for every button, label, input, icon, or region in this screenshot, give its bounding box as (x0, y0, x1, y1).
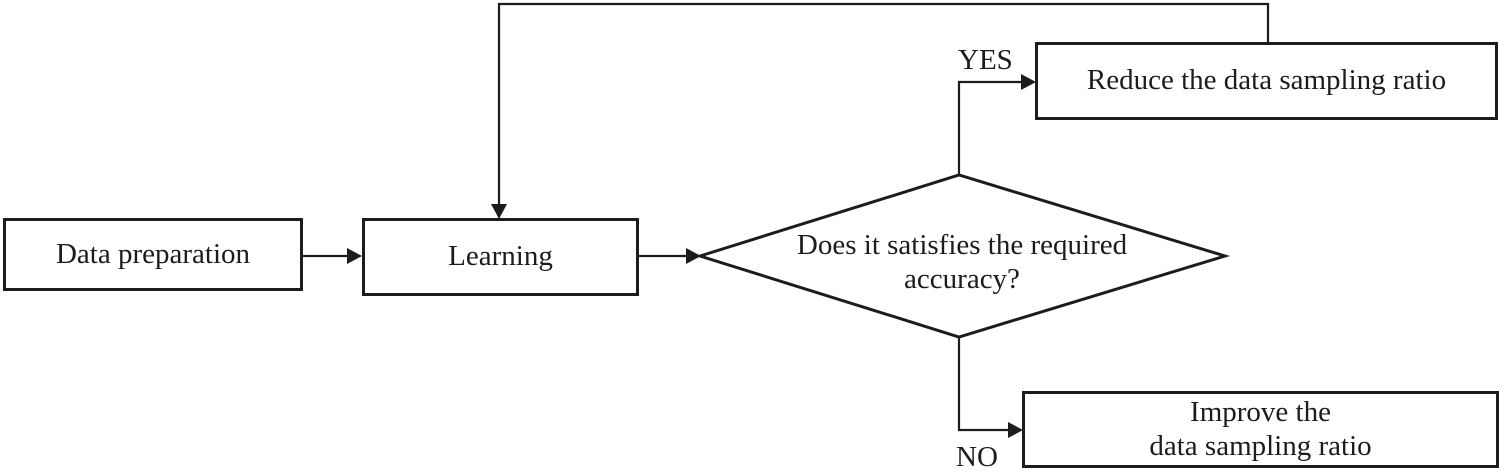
arrowhead-into-decision-left (686, 248, 701, 264)
arrowhead-into-reduce-left (1021, 74, 1036, 90)
edge-decision-yes-to-reduce (957, 80, 1022, 176)
arrowhead-into-learning-left (347, 248, 362, 264)
reduce-sampling-ratio-box: Reduce the data sampling ratio (1035, 42, 1498, 120)
yes-branch-label: YES (958, 44, 1013, 76)
decision-label: Does it satisfies the required accuracy? (752, 228, 1172, 296)
reduce-sampling-ratio-label: Reduce the data sampling ratio (1086, 64, 1447, 97)
arrowhead-into-improve-left (1008, 422, 1023, 438)
no-branch-label: NO (956, 441, 998, 473)
edge-reduce-feedback-to-learning (497, 2, 1270, 206)
improve-sampling-ratio-label-line2: data sampling ratio (1149, 429, 1372, 462)
arrowhead-into-learning-top (491, 204, 507, 219)
improve-sampling-ratio-box: Improve the data sampling ratio (1022, 391, 1499, 468)
decision-diamond-shape (694, 173, 1231, 339)
improve-sampling-ratio-label-line1: Improve the (1190, 396, 1331, 429)
data-preparation-label: Data preparation (55, 237, 251, 270)
learning-box: Learning (362, 218, 639, 296)
data-preparation-box: Data preparation (3, 218, 303, 291)
decision-label-line2: accuracy? (904, 263, 1020, 295)
decision-label-line1: Does it satisfies the required (796, 229, 1128, 261)
edge-decision-no-to-improve (957, 336, 1009, 432)
learning-label: Learning (448, 240, 553, 273)
